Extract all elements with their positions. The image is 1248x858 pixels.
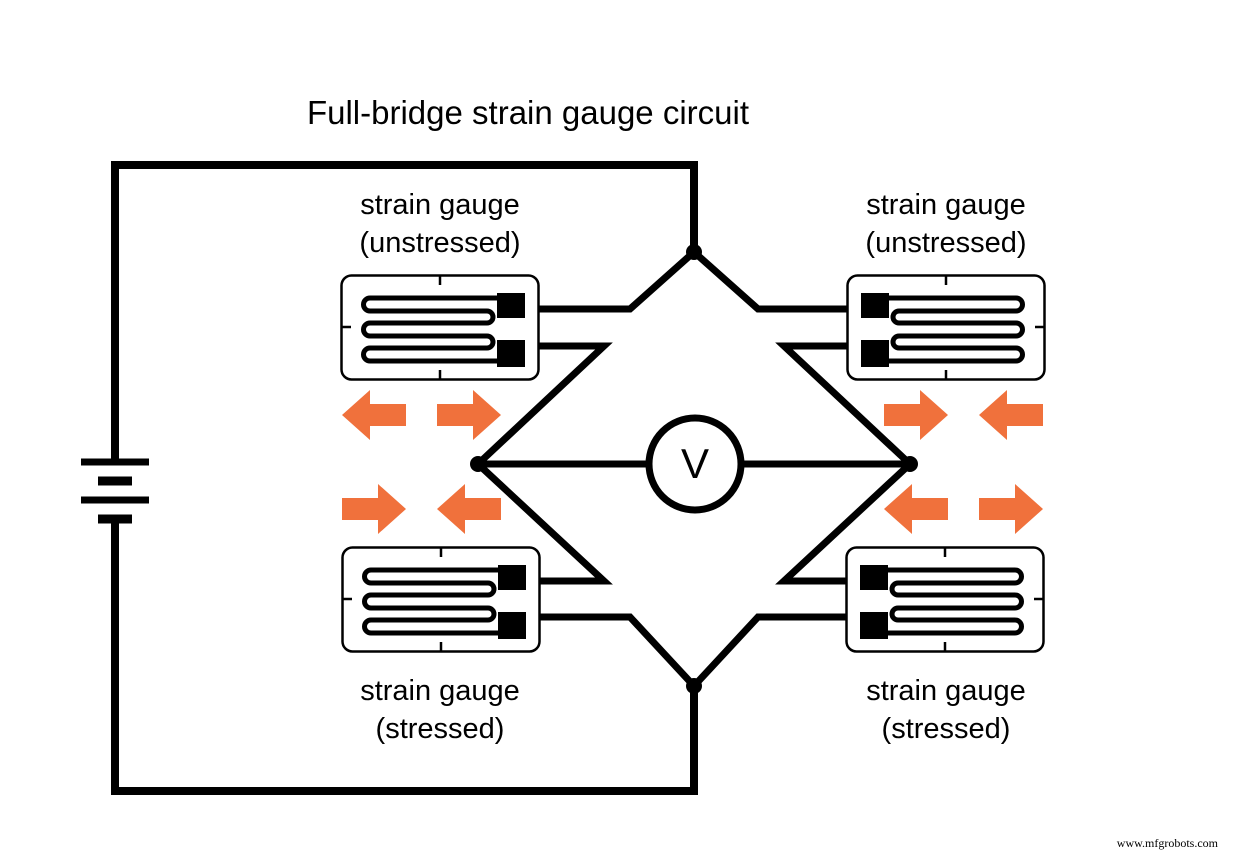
wire-arm-bottom-left-lower	[520, 613, 697, 689]
strain-gauge-icon-top-right	[848, 276, 1045, 380]
wire-arm-top-left-lower	[475, 342, 613, 467]
arrow-left-icon	[437, 484, 501, 534]
arrow-left-icon	[884, 484, 948, 534]
node-right	[902, 456, 918, 472]
stress-arrows-left-bottom	[342, 484, 501, 534]
strain-gauge-icon-bottom-right	[847, 548, 1044, 652]
node-bottom	[686, 678, 702, 694]
wire-arm-bottom-right-upper	[775, 461, 913, 585]
gauge-label-line2: (stressed)	[881, 713, 1011, 745]
stress-arrows-right-bottom	[884, 484, 1043, 534]
gauge-label-line1: strain gauge	[866, 189, 1026, 221]
arrow-left-icon	[979, 390, 1043, 440]
gauge-label-line1: strain gauge	[360, 189, 520, 221]
gauge-label-bottom-right: strain gauge (stressed)	[796, 672, 1096, 748]
voltmeter-label: V	[680, 440, 709, 487]
gauge-label-line1: strain gauge	[360, 675, 520, 707]
gauge-label-line2: (stressed)	[375, 713, 505, 745]
wire-battery-bottom-rail	[111, 519, 698, 795]
strain-gauge-icon-bottom-left	[343, 548, 540, 652]
arrow-right-icon	[979, 484, 1043, 534]
diagram-title: Full-bridge strain gauge circuit	[306, 94, 750, 131]
gauge-label-line2: (unstressed)	[359, 227, 521, 259]
gauge-label-line1: strain gauge	[866, 675, 1026, 707]
node-left	[470, 456, 486, 472]
wire-battery-top-rail	[111, 161, 698, 462]
gauge-label-top-left: strain gauge (unstressed)	[290, 186, 590, 262]
wire-arm-bottom-left-upper	[475, 461, 613, 585]
strain-gauge-icon-top-left	[342, 276, 539, 380]
arrow-right-icon	[884, 390, 948, 440]
arrow-right-icon	[342, 484, 406, 534]
stress-arrows-right-top	[884, 390, 1043, 440]
voltmeter-icon	[645, 414, 745, 514]
stress-arrows-left-top	[342, 390, 501, 440]
node-top	[686, 244, 702, 260]
battery-icon	[81, 458, 149, 524]
wire-arm-top-left-upper	[520, 249, 697, 313]
arrow-right-icon	[437, 390, 501, 440]
gauge-label-bottom-left: strain gauge (stressed)	[290, 672, 590, 748]
gauge-label-top-right: strain gauge (unstressed)	[796, 186, 1096, 262]
watermark: www.mfgrobots.com	[1116, 836, 1218, 850]
wire-arm-top-right-lower	[775, 342, 913, 467]
wire-arm-top-right-upper	[691, 249, 868, 313]
arrow-left-icon	[342, 390, 406, 440]
wire-arm-bottom-right-lower	[691, 613, 868, 689]
gauge-label-line2: (unstressed)	[865, 227, 1027, 259]
